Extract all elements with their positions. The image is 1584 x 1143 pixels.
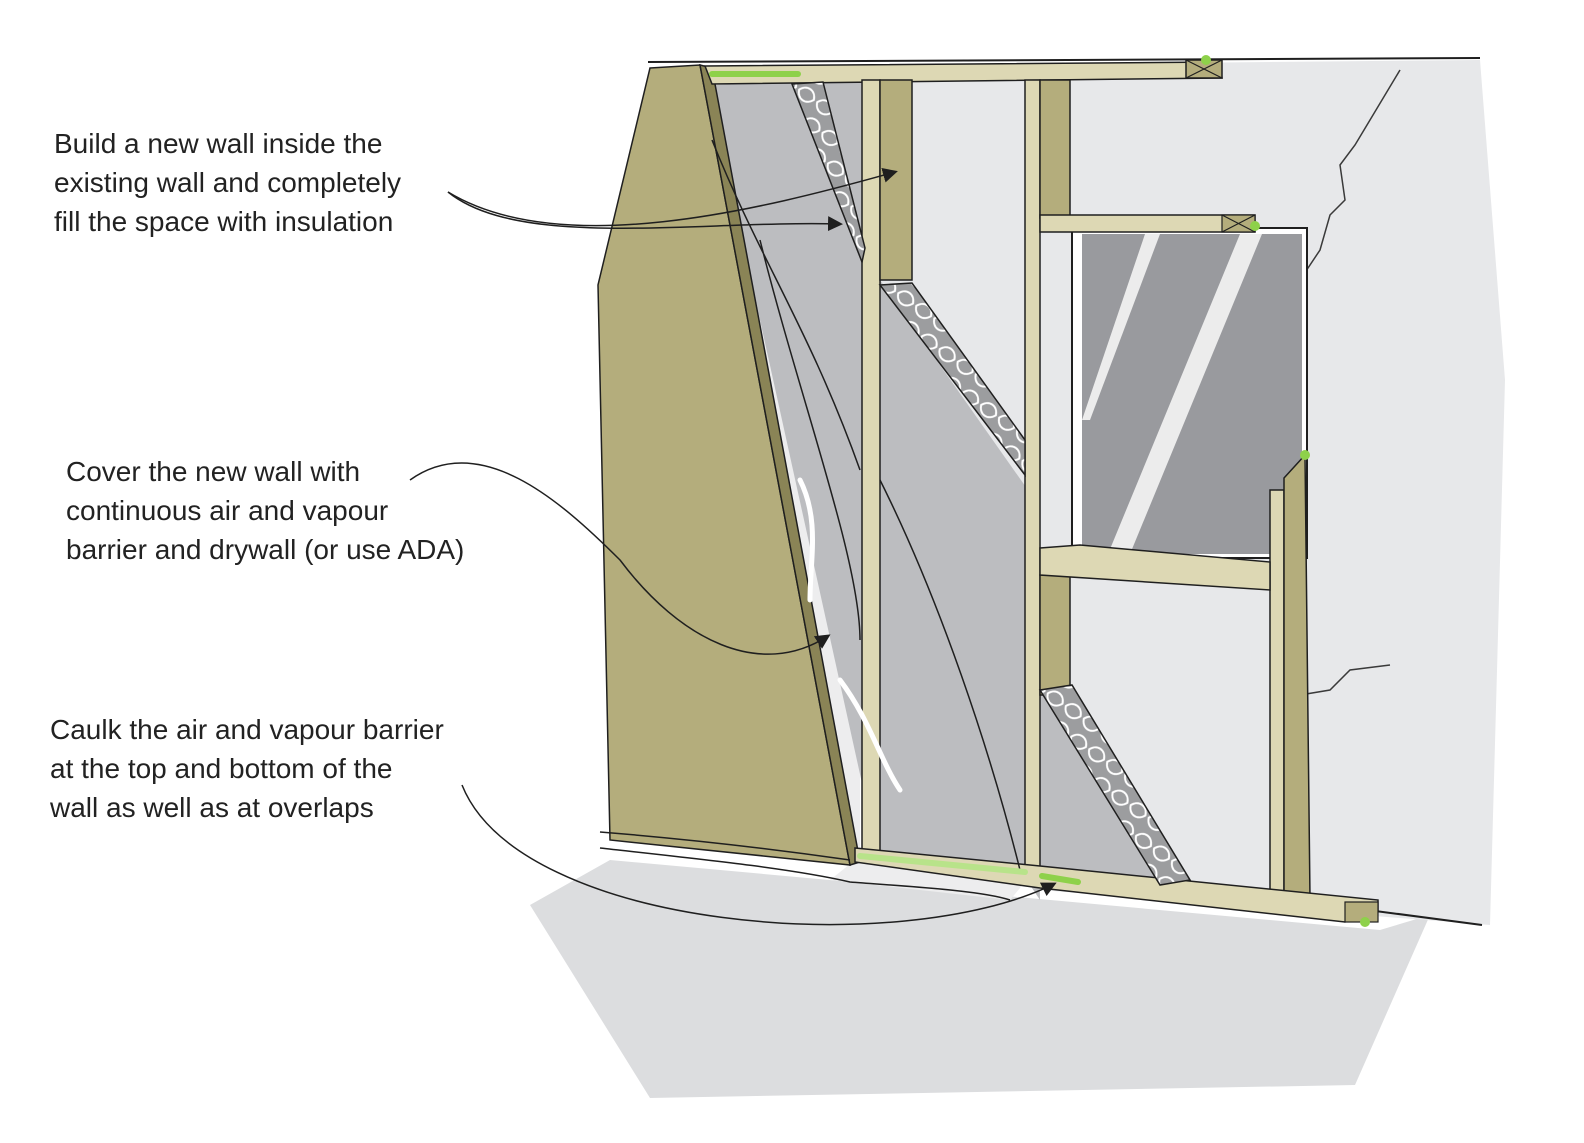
barrier-sheet-glare [797,477,903,793]
stud-3-side [1283,453,1311,901]
caulk-bead-bottom-right [1039,873,1081,885]
insulation-board-center [880,280,1035,870]
caulk-dot-bottom [1360,917,1370,927]
caulk-bead-bottom [857,853,1028,875]
existing-wood-panel [597,64,851,866]
stud-3 [1269,489,1285,901]
callout-line: Caulk the air and vapour barrier [50,714,444,745]
caulk-dot-top-right [1201,55,1211,65]
leader-caulk-to-bottom [461,784,1057,926]
batt-insulation-lower [1038,684,1192,886]
callout-line: barrier and drywall (or use ADA) [66,534,465,565]
wall-crack-upper [1299,69,1401,281]
stud-2 [1024,79,1041,871]
leader-cover-to-barrier [409,462,831,655]
callout-caulk-barrier: Caulk the air and vapour barrier at the … [50,710,444,827]
stud-2-side-lower [1039,574,1071,696]
callout-line: existing wall and completely [54,167,402,198]
stud-1-side [879,79,913,281]
callout-build-new-wall: Build a new wall inside the existing wal… [54,124,401,241]
barrier-sheet-bottom-edge [599,831,1011,901]
batt-insulation-middle [878,282,1026,478]
stud-2-side [1039,79,1071,219]
batt-insulation-upper [790,81,866,265]
callout-line: fill the space with insulation [54,206,394,237]
leader-build-to-stud [447,168,898,227]
callout-line: continuous air and vapour [66,495,389,526]
callout-line: wall as well as at overlaps [50,792,374,823]
ceiling-line [647,57,1481,63]
callout-line: Cover the new wall with [66,456,361,487]
window-glare-2 [1108,234,1262,554]
window-sill [1039,544,1271,591]
basement-floor [530,860,1430,1098]
callout-line: Build a new wall inside the [54,128,383,159]
caulk-dot-stud [1300,450,1310,460]
callout-line: at the top and bottom of the [50,753,393,784]
insulation-board [712,80,1040,900]
barrier-sheet-fold [711,139,1021,871]
caulk-dot-header [1250,221,1260,231]
leader-build-to-batt [447,191,843,232]
window-glare-1 [1082,234,1160,420]
callout-cover-wall: Cover the new wall with continuous air a… [66,452,464,569]
